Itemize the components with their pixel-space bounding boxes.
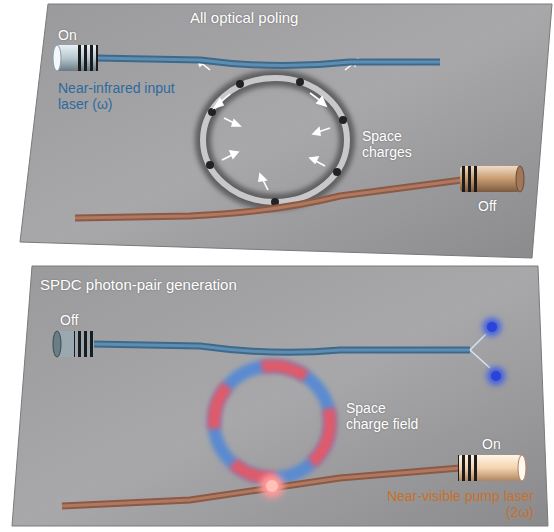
laser-state: On	[58, 27, 98, 43]
laser-stripes	[78, 45, 98, 71]
space-charge-dots	[206, 78, 347, 206]
laser	[56, 45, 98, 71]
laser-name: Near-infrared input laser (ω)	[58, 80, 208, 112]
photon-paths	[470, 334, 490, 368]
laser-face	[516, 166, 524, 192]
field-arrows	[197, 59, 358, 190]
panel-title: All optical poling	[190, 9, 410, 26]
laser-stripes	[458, 455, 478, 481]
waveguide	[96, 58, 440, 66]
waveguide	[75, 180, 462, 218]
laser-state: Off	[478, 198, 518, 214]
laser-state: Off	[60, 312, 100, 328]
ring-field-red	[214, 366, 330, 478]
pump-photon	[260, 474, 284, 498]
laser	[458, 455, 522, 481]
laser-face	[518, 455, 526, 481]
pump-photon	[266, 480, 278, 492]
photon	[491, 371, 501, 381]
photon	[483, 318, 501, 336]
panel	[20, 4, 552, 258]
region-label: Space charges	[362, 128, 432, 160]
region-label: Space charge field	[346, 400, 426, 432]
laser-stripes	[74, 331, 94, 357]
waveguide	[92, 344, 470, 352]
ring-core	[203, 78, 347, 202]
laser-name: Near-visible pump laser (2ω)	[384, 488, 534, 520]
panel	[12, 266, 548, 526]
waveguide-core	[96, 58, 440, 66]
laser-state: On	[482, 436, 522, 452]
waveguide-core	[92, 344, 470, 352]
photon	[487, 367, 505, 385]
laser-face	[53, 45, 61, 71]
laser-face	[53, 331, 61, 357]
laser	[460, 166, 520, 192]
ring-field	[214, 366, 330, 478]
photon	[487, 322, 497, 332]
panel-title: SPDC photon-pair generation	[40, 276, 300, 293]
ring-resonator	[203, 78, 347, 202]
waveguide-core	[75, 180, 462, 218]
laser-stripes	[460, 166, 480, 192]
laser	[56, 331, 94, 357]
